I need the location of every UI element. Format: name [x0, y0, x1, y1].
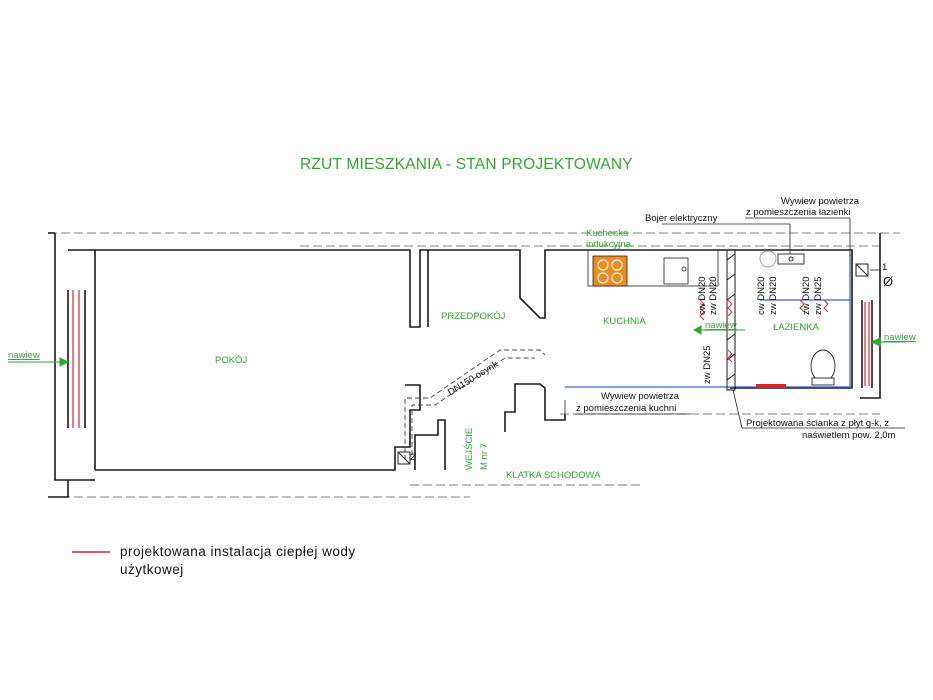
kitchen-counter [587, 249, 719, 287]
room-label-lazienka: ŁAZIENKA [773, 322, 819, 333]
marker-2-label: 2 [410, 452, 416, 463]
room-label-kuchnia: KUCHNIA [603, 316, 646, 327]
room-label-pokoj: POKÓJ [215, 355, 248, 366]
hot-water-pipe-markers [699, 299, 829, 388]
walls [48, 232, 881, 498]
pipe-label-zw1: zw DN20 [708, 276, 719, 315]
windows [72, 290, 870, 428]
legend-line-2: użytkowej [120, 562, 184, 577]
ventilation-duct [404, 349, 546, 460]
pipe-label-zw4: zw DN25 [813, 276, 824, 315]
entrance-label-line1: WEJŚCIE [464, 427, 475, 470]
wywiew-lazienka-label-1: Wywiew powietrza [781, 196, 860, 207]
wywiew-kuchnia-label-1: Wywiew powietrza [601, 391, 680, 402]
wywiew-lazienka-label-2: z pomieszczenia łazienki [746, 207, 851, 218]
plan-title: RZUT MIESZKANIA - STAN PROJEKTOWANY [300, 156, 633, 173]
pipe-label-cw1: cw DN20 [697, 276, 708, 315]
scianka-label-1: Projektowana ścianka z płyt g-k, z [746, 418, 890, 429]
nawiew-label-mid: nawiew [705, 320, 737, 331]
legend-text: projektowana instalacja ciepłej wody uży… [120, 543, 356, 579]
pipe-label-zw-dn25: zw DN25 [702, 345, 713, 384]
scianka-label-2: naświetlem pow. 2,0m [802, 430, 896, 441]
room-label-przedpokoj: PRZEDPOKÓJ [441, 311, 506, 322]
nawiew-label-right: nawiew [884, 332, 916, 343]
partition-walls [726, 249, 736, 391]
entrance-label-line2: M nr 7 [479, 443, 490, 470]
diameter-symbol: Ø [883, 274, 894, 289]
nawiew-arrows [8, 325, 905, 367]
pipe-label-zw3: zw DN20 [801, 276, 812, 315]
bojler-label: Bojer elektryczny [645, 213, 718, 224]
kuchenka-label-1: Kuchenka [586, 228, 629, 239]
electric-boiler-icon [759, 250, 805, 268]
markers [397, 263, 869, 465]
blue-pipes [565, 254, 851, 388]
nawiew-label-left: nawiew [8, 350, 40, 361]
toilet-icon [810, 349, 836, 386]
wywiew-kuchnia-label-2: z pomieszczenia kuchni [576, 403, 677, 414]
pipe-label-zw2: zw DN20 [768, 276, 779, 315]
induction-stove-icon [592, 255, 628, 287]
leader-lines [564, 217, 905, 429]
room-label-klatka: KLATKA SCHODOWA [506, 470, 601, 481]
legend-line-1: projektowana instalacja ciepłej wody [120, 544, 356, 559]
kuchenka-label-2: indukcyjna [586, 239, 631, 250]
marker-1-label: 1 [882, 262, 888, 273]
pipe-label-cw2: cw DN20 [756, 276, 767, 315]
